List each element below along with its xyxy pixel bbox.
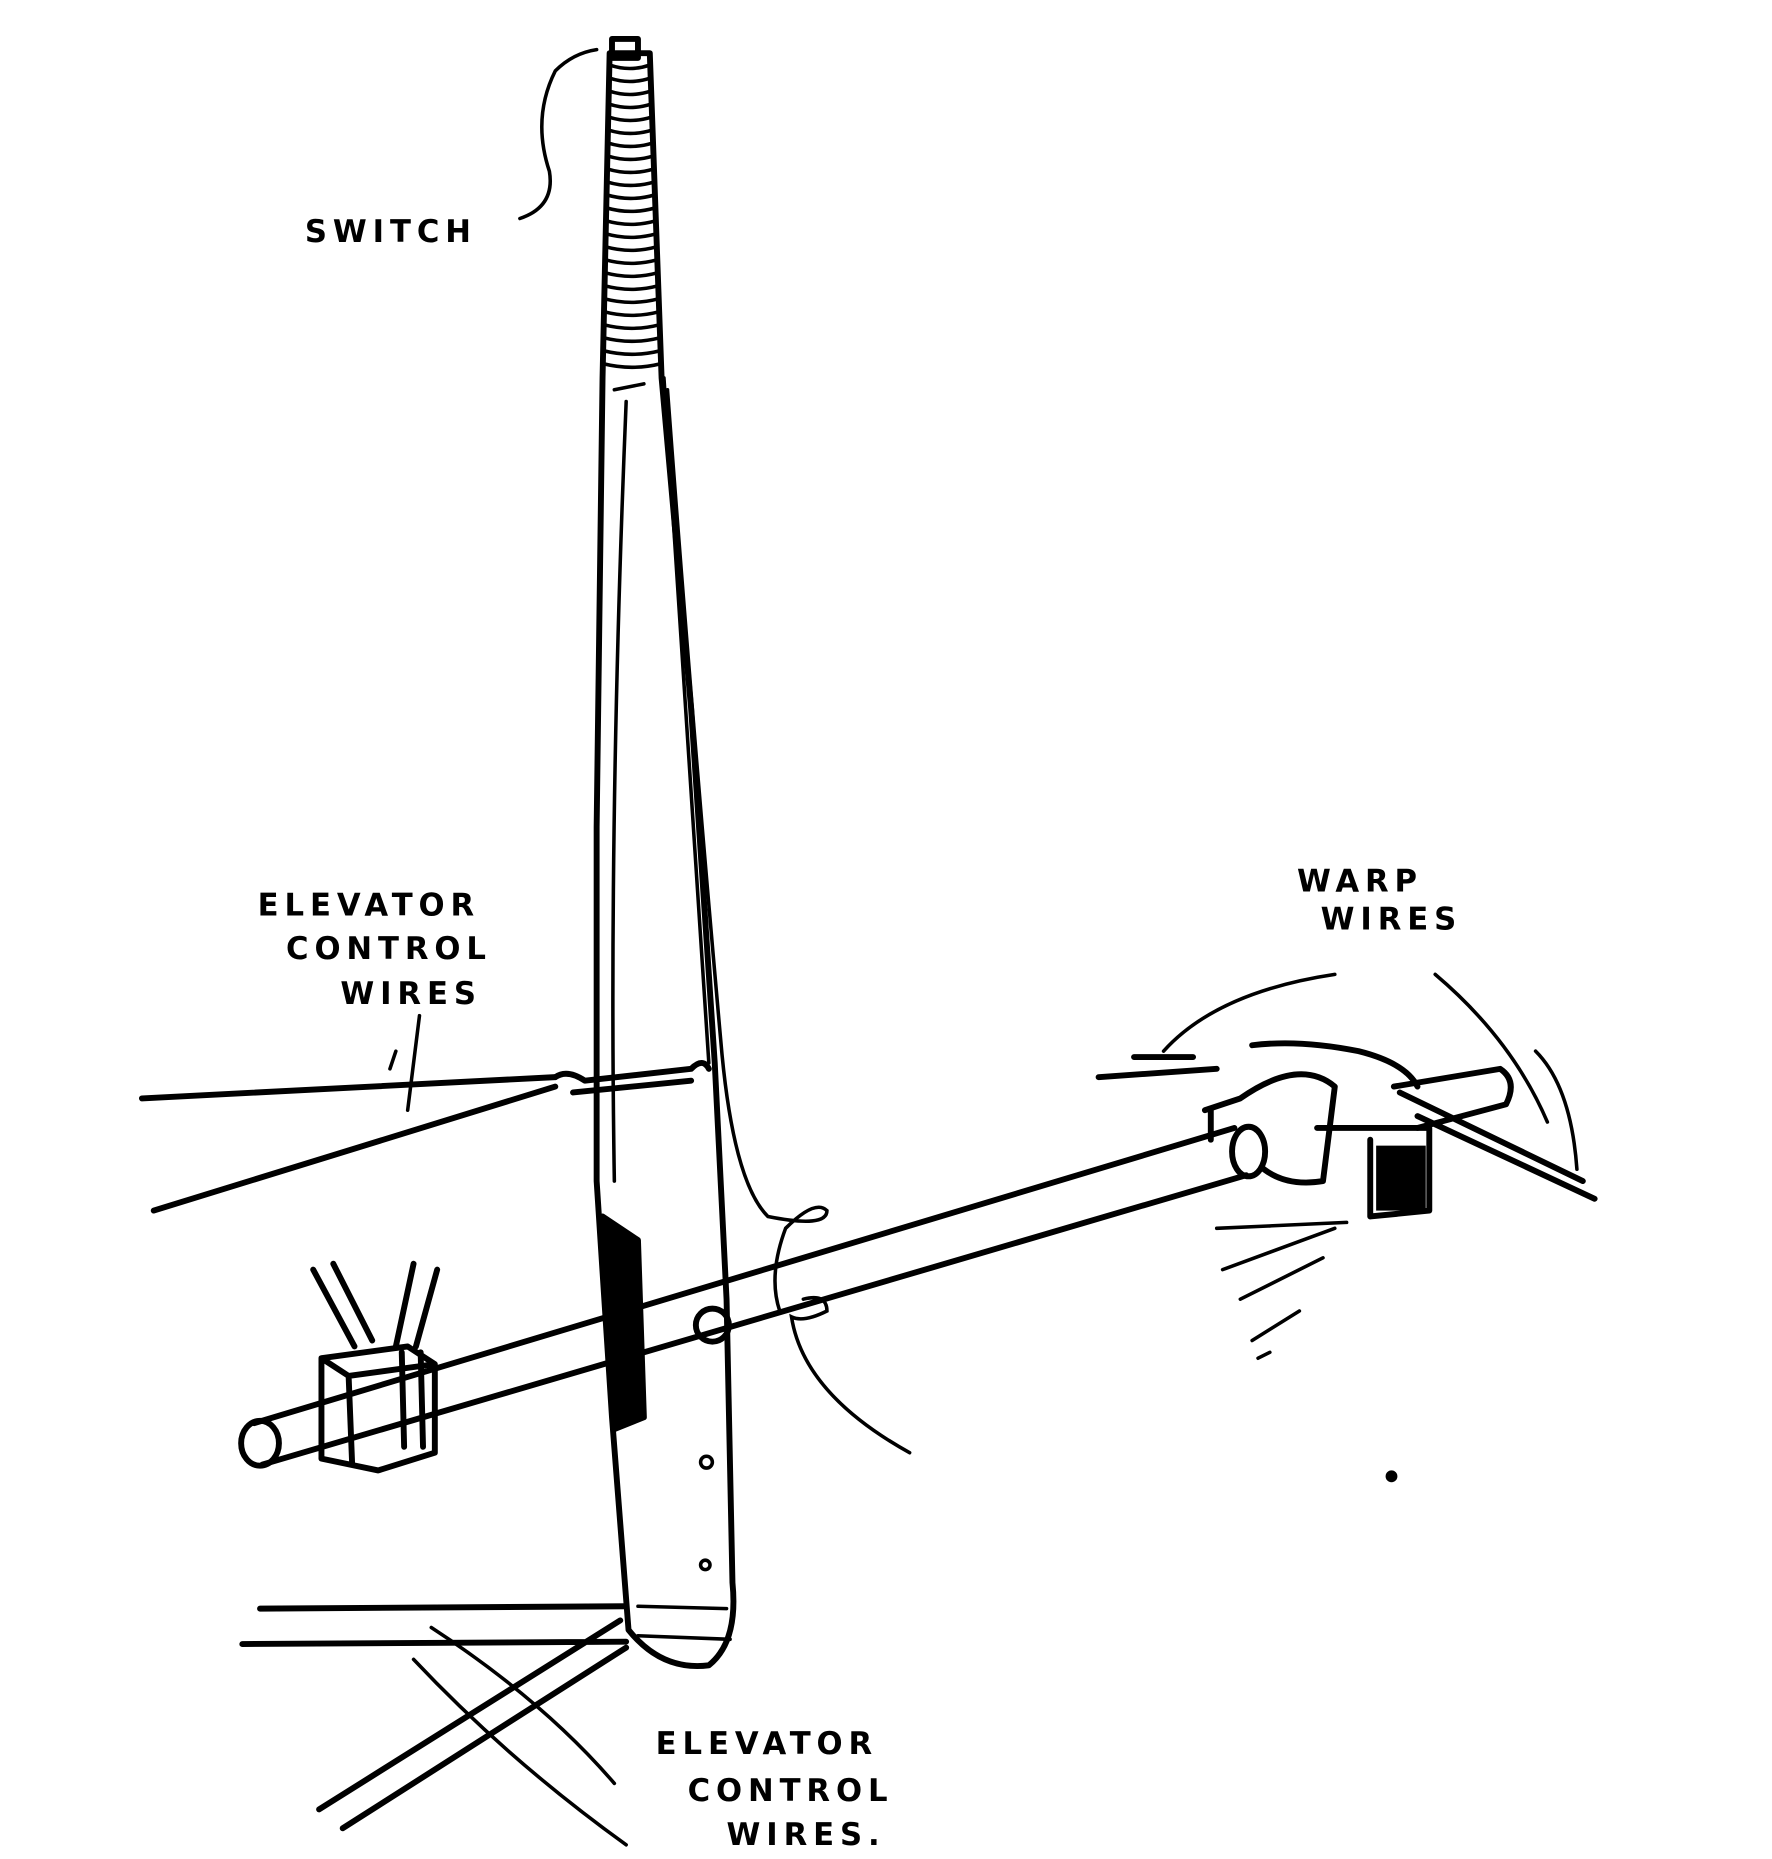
elevator-top-line3: WIRES [340,977,482,1012]
grip-rib [606,102,654,110]
elevator-wires-bottom [239,1603,630,1847]
grip-rib [605,167,656,175]
grip-rib [607,76,653,84]
label-elevator-bottom: ELEVATOR CONTROL WIRES. [656,1727,894,1853]
grip-rib [606,115,654,123]
label-elevator-top: ELEVATOR CONTROL WIRES [258,888,492,1012]
elevator-top-line2: CONTROL [286,932,492,967]
switch-button [609,36,641,61]
grip-rib [601,361,663,370]
grip-rib [605,193,657,201]
label-warp: WARP WIRES [1297,865,1463,938]
grip-rib [605,180,657,188]
switch-grip [601,63,663,370]
grip-rib [604,206,657,214]
grip-rib [601,349,662,357]
grip-rib [606,141,655,149]
grip-rib [602,336,662,344]
bracket-block-shade [1376,1145,1426,1211]
grip-rib [603,284,660,292]
torque-tube [238,1123,1269,1469]
elevator-top-line1: ELEVATOR [258,888,480,923]
grip-rib [602,297,661,305]
switch-label: SWITCH [305,215,477,250]
grip-rib [604,232,658,240]
grip-rib [604,219,658,227]
warp-line2: WIRES [1321,903,1463,938]
right-bracket [1095,972,1598,1483]
grip-rib [603,245,659,253]
elevator-bottom-line2: CONTROL [688,1774,894,1809]
grip-rib [603,271,660,279]
grip-rib [607,63,652,71]
pivot-bolt [692,1305,732,1345]
grip-rib [602,323,662,331]
grip-rib [605,154,656,162]
label-switch: SWITCH [305,47,599,250]
control-stick [593,36,737,1669]
elevator-bottom-line1: ELEVATOR [656,1727,878,1762]
grip-rib [607,89,653,97]
elevator-bottom-line3: WIRES. [727,1818,886,1853]
switch-wire [665,387,912,1455]
warp-line1: WARP [1297,865,1423,900]
grip-rib [606,128,655,136]
left-bearing-block [310,1260,441,1474]
grip-rib [602,310,661,318]
elevator-wires-top [138,1013,712,1214]
grip-rib [603,258,659,266]
